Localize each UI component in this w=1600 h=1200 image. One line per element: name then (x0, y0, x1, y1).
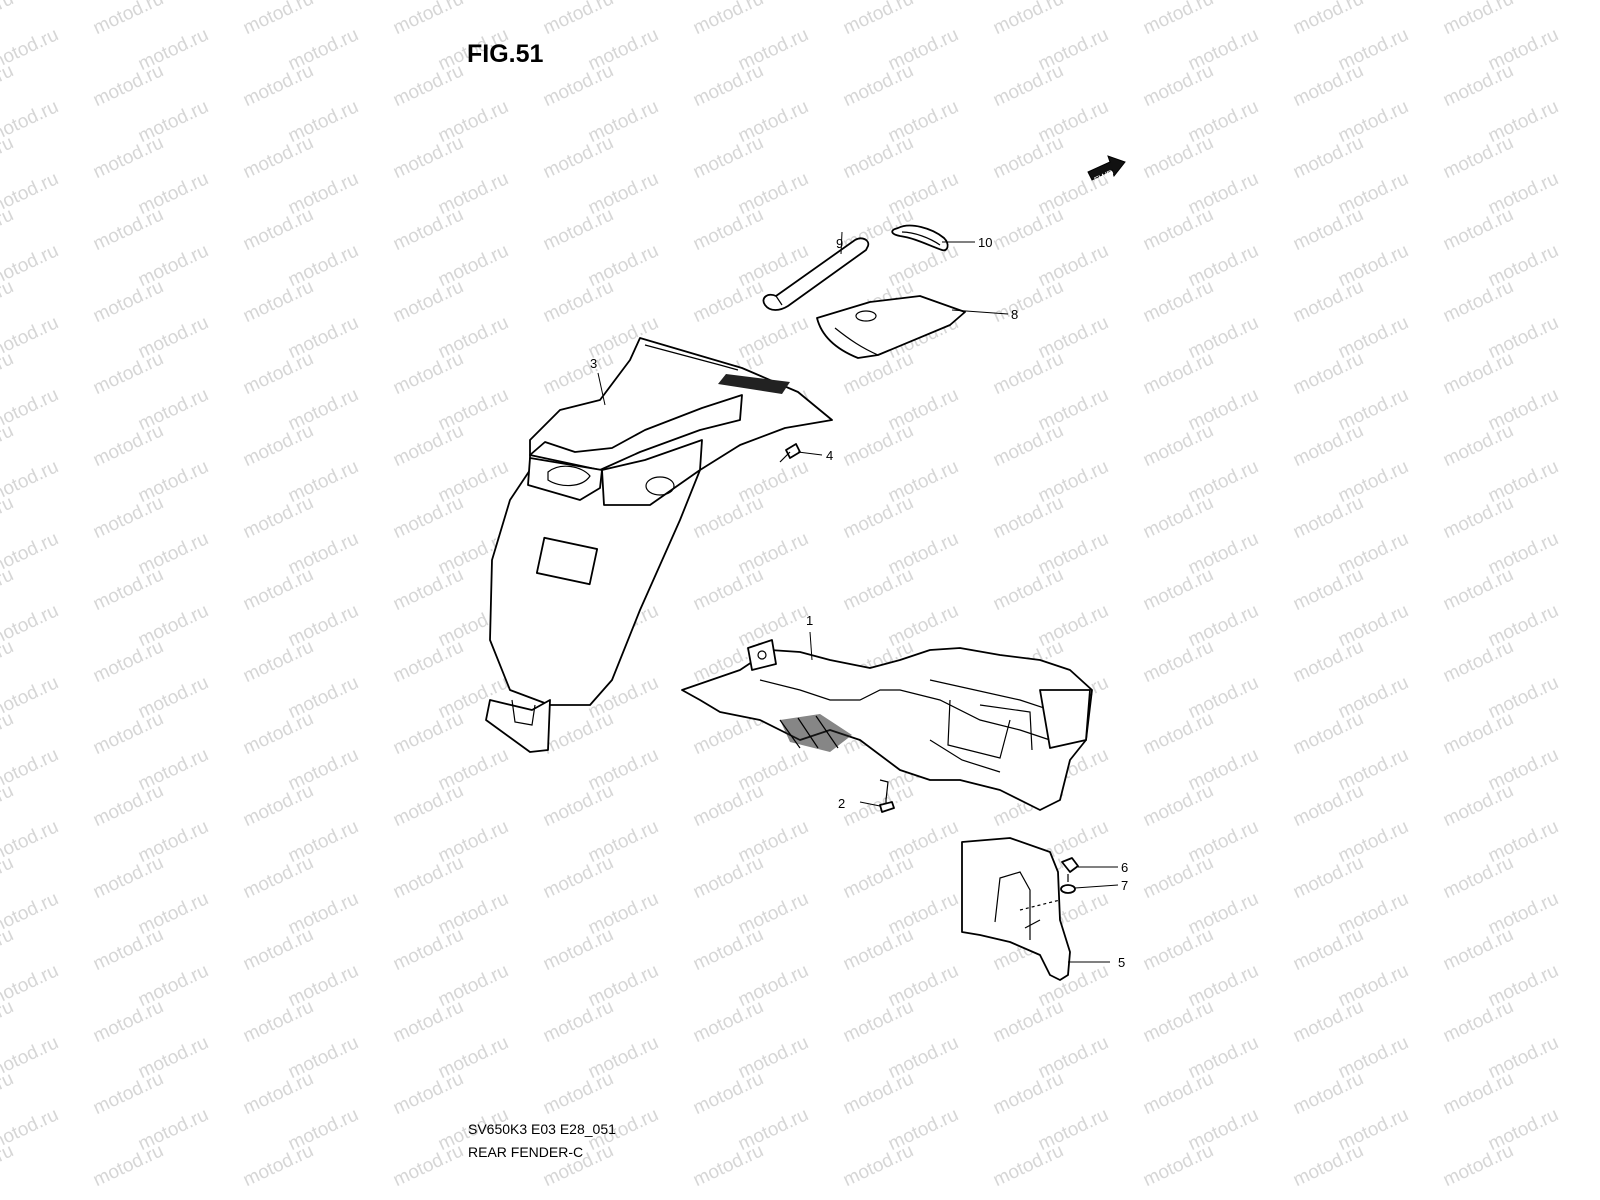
callout-2: 2 (838, 796, 845, 811)
fwd-arrow-icon: FWD (1087, 155, 1126, 185)
callout-10: 10 (978, 235, 992, 250)
callout-6: 6 (1121, 860, 1128, 875)
callout-labels: 1 2 3 4 5 6 7 8 9 10 (590, 235, 1128, 970)
part-5-mud-guard (961, 837, 1071, 981)
callout-3: 3 (590, 356, 597, 371)
part-4-bolt (779, 443, 801, 463)
callout-7: 7 (1121, 878, 1128, 893)
callout-1: 1 (806, 613, 813, 628)
part-3-rear-fender (485, 337, 833, 753)
figure-name: REAR FENDER-C (468, 1144, 584, 1160)
part-9-wrench (762, 237, 870, 311)
callout-9: 9 (836, 236, 843, 251)
part-8-tool-bag (816, 295, 966, 359)
figure-title: FIG.51 (467, 40, 544, 68)
part-7-washer (1060, 884, 1076, 894)
part-2-bolt (879, 779, 895, 813)
part-10-band (891, 224, 949, 252)
part-6-screw (1061, 857, 1079, 882)
leader-lines (597, 231, 1119, 963)
callout-8: 8 (1011, 307, 1018, 322)
part-1-undertray (681, 639, 1093, 811)
callout-5: 5 (1118, 955, 1125, 970)
callout-4: 4 (826, 448, 833, 463)
model-code: SV650K3 E03 E28_051 (468, 1121, 616, 1137)
